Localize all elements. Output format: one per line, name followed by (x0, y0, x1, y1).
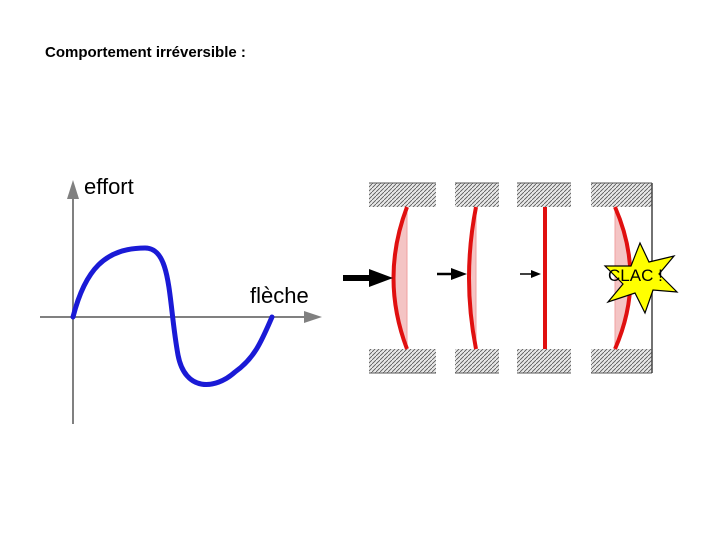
bottom-wall (369, 349, 436, 373)
top-wall (455, 183, 499, 207)
buckling-stage-4: CLAC ! (591, 182, 679, 374)
top-wall (517, 183, 571, 207)
bottom-wall (517, 349, 571, 373)
buckling-sequence: CLAC ! (343, 182, 679, 374)
top-wall (591, 183, 652, 207)
force-arrow-head (531, 270, 541, 278)
x-axis-label: flèche (250, 283, 309, 308)
starburst-icon (603, 241, 679, 315)
buckling-stage-2 (437, 182, 499, 374)
x-axis-arrow (304, 311, 322, 323)
bottom-wall (591, 349, 652, 373)
snap-label: CLAC ! (608, 266, 663, 285)
buckling-stage-3 (517, 182, 571, 374)
buckling-stage-1 (343, 182, 436, 374)
force-arrow-head (451, 268, 467, 280)
top-wall (369, 183, 436, 207)
bottom-wall (455, 349, 499, 373)
effort-curve (70, 245, 275, 387)
beam (467, 206, 478, 350)
beam (391, 206, 409, 350)
y-axis-label: effort (84, 174, 134, 199)
y-axis-arrow (67, 180, 79, 199)
page-title: Comportement irréversible : (45, 44, 246, 61)
force-deflection-graph: effort flèche (40, 174, 322, 424)
force-arrow-head (369, 269, 393, 287)
